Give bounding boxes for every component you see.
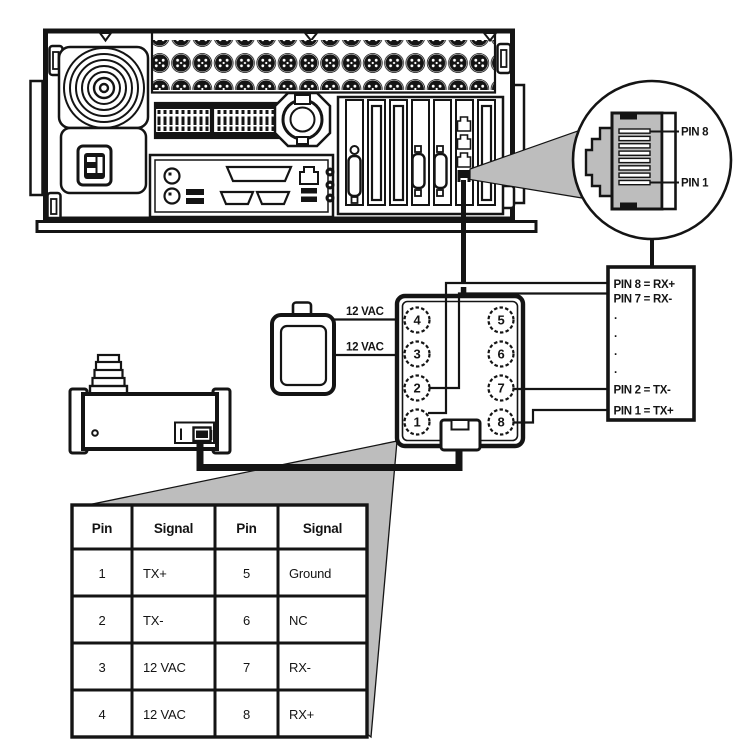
terminal-pin-8: 8 xyxy=(487,408,515,436)
svg-text:8: 8 xyxy=(498,415,505,430)
pin-map-line-2: PIN 7 = RX- xyxy=(614,294,673,306)
svg-text:12 VAC: 12 VAC xyxy=(143,660,186,675)
io-panel xyxy=(148,153,335,219)
expansion-slots xyxy=(336,95,505,216)
terminal-strip-left xyxy=(153,101,213,140)
table-row: 2 TX- 6 NC xyxy=(98,613,307,628)
serial-card-connector xyxy=(411,145,426,197)
usb-port-icons xyxy=(186,189,204,204)
camera-device xyxy=(68,353,232,455)
pin8-callout-label: PIN 8 xyxy=(681,127,709,139)
terminal-pin-1: 1 xyxy=(403,408,431,436)
svg-text:Ground: Ground xyxy=(289,566,331,581)
serial-port-icon xyxy=(255,190,291,206)
camera-cable xyxy=(196,441,463,471)
svg-text:12 VAC: 12 VAC xyxy=(143,707,186,722)
lens-barrel xyxy=(88,353,129,397)
svg-text:5: 5 xyxy=(243,566,250,581)
screw-icon xyxy=(91,429,99,437)
svg-text:RX-: RX- xyxy=(289,660,311,675)
pin-map-dot: . xyxy=(614,364,617,376)
rj45-port-cable xyxy=(460,180,467,293)
svg-text:6: 6 xyxy=(498,347,505,362)
svg-text:8: 8 xyxy=(243,707,250,722)
serial-port-icon xyxy=(219,190,255,206)
power-adapter xyxy=(270,301,336,396)
terminal-pin-4: 4 xyxy=(403,306,431,334)
terminal-pin-6: 6 xyxy=(487,340,515,368)
terminal-pin-2: 2 xyxy=(403,374,431,402)
header-pin-2: Pin xyxy=(236,521,256,536)
svg-text:7: 7 xyxy=(243,660,250,675)
pin-map-dot: . xyxy=(614,346,617,358)
vac-label-bottom: 12 VAC xyxy=(346,342,384,354)
svg-text:3: 3 xyxy=(414,347,421,362)
svg-text:TX-: TX- xyxy=(143,613,163,628)
computer-rear-panel xyxy=(29,28,538,233)
terminal-pin-3: 3 xyxy=(403,340,431,368)
svg-text:TX+: TX+ xyxy=(143,566,167,581)
pin-map-line-7: PIN 2 = TX- xyxy=(614,385,672,397)
svg-text:4: 4 xyxy=(98,707,105,722)
rj45-port-stack xyxy=(456,116,472,182)
connector-grid xyxy=(150,33,497,94)
rj45-contacts xyxy=(618,128,651,186)
pin-map-leaders xyxy=(428,281,608,424)
pin-map-dot: . xyxy=(614,310,617,322)
rj45-jack-profile xyxy=(584,111,677,211)
rj45-magnifier: PIN 8 PIN 1 xyxy=(571,79,733,241)
power-inlet xyxy=(59,126,148,195)
pinout-table: Pin Signal Pin Signal 1 TX+ 5 Ground 2 T… xyxy=(70,503,369,739)
svg-text:3: 3 xyxy=(98,660,105,675)
svg-text:NC: NC xyxy=(289,613,307,628)
serial-card-connector xyxy=(347,145,362,204)
terminal-strip-right xyxy=(211,101,282,140)
svg-text:2: 2 xyxy=(98,613,105,628)
terminal-pin-5: 5 xyxy=(487,306,515,334)
terminal-pin-7: 7 xyxy=(487,374,515,402)
cooling-fan xyxy=(57,45,150,130)
pin1-callout-label: PIN 1 xyxy=(681,178,709,190)
table-row: 4 12 VAC 8 RX+ xyxy=(98,707,314,722)
pin-map-line-8: PIN 1 = TX+ xyxy=(614,406,675,418)
serial-card-connector xyxy=(433,145,448,197)
svg-text:7: 7 xyxy=(498,381,505,396)
pin-map-box: PIN 8 = RX+ PIN 7 = RX- . . . . PIN 2 = … xyxy=(606,265,696,422)
camera-connector xyxy=(174,421,216,444)
svg-text:1: 1 xyxy=(414,415,421,430)
table-header-row: Pin Signal Pin Signal xyxy=(92,521,343,536)
vac-label-top: 12 VAC xyxy=(346,306,384,318)
audio-jack-icons xyxy=(325,167,335,203)
ethernet-port-icon xyxy=(299,166,319,185)
svg-text:5: 5 xyxy=(498,313,505,328)
header-signal-1: Signal xyxy=(154,521,193,536)
usb-port-icons xyxy=(301,188,317,202)
ps2-port-icons xyxy=(163,167,181,205)
svg-text:RX+: RX+ xyxy=(289,707,314,722)
header-signal-2: Signal xyxy=(303,521,342,536)
block-plug xyxy=(439,418,482,452)
pin-map-line-1: PIN 8 = RX+ xyxy=(614,279,676,291)
pin-map-dot: . xyxy=(614,328,617,340)
svg-text:1: 1 xyxy=(98,566,105,581)
table-row: 1 TX+ 5 Ground xyxy=(98,566,331,581)
header-pin-1: Pin xyxy=(92,521,112,536)
table-row: 3 12 VAC 7 RX- xyxy=(98,660,311,675)
parallel-port-icon xyxy=(225,165,293,183)
svg-text:6: 6 xyxy=(243,613,250,628)
vac-wires xyxy=(334,318,405,357)
svg-text:2: 2 xyxy=(414,381,421,396)
locking-connector xyxy=(273,91,332,148)
svg-text:4: 4 xyxy=(414,313,422,328)
